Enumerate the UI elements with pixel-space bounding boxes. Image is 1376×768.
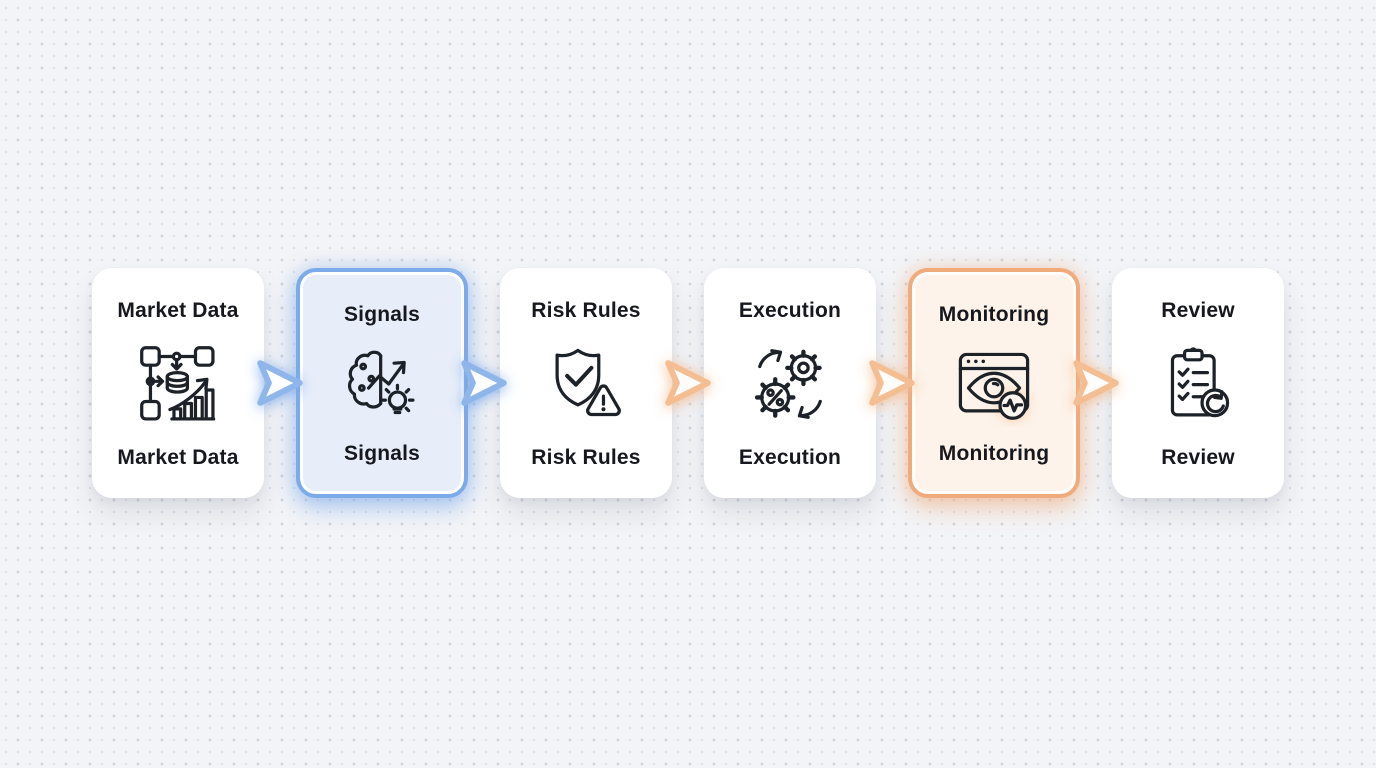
step-label-bottom: Signals [343,441,421,465]
step-label-bottom: Execution [738,445,842,469]
step-card-review[interactable]: Review [1112,268,1284,498]
flow-arrow-icon [456,355,512,411]
step-title: Market Data [117,299,239,322]
step-card-market-data[interactable]: Market Data [92,268,264,498]
flow-arrow-icon [660,355,716,411]
clipboard-check-icon [1155,341,1241,427]
step-title: Review [1161,299,1235,322]
step-card-monitoring[interactable]: Monitoring [908,268,1080,498]
step-title: Risk Rules [531,299,641,322]
brain-signal-icon [339,341,425,427]
step-label-bottom: Review [1161,445,1235,469]
step-title: Execution [738,299,842,322]
step-card-signals[interactable]: Signals [296,268,468,498]
flow-arrow-icon [864,355,920,411]
pipeline-flow: Market Data [92,268,1284,498]
step-label-bottom: Risk Rules [531,445,641,469]
step-label-bottom: Monitoring [938,441,1050,465]
step-card-execution[interactable]: Execution [704,268,876,498]
flow-arrow-icon [252,355,308,411]
step-title: Monitoring [938,303,1050,326]
step-title: Signals [343,303,421,326]
shield-alert-icon [543,341,629,427]
flow-arrow-icon [1068,355,1124,411]
data-pipeline-icon [135,341,221,427]
gears-percent-icon [747,341,833,427]
step-label-bottom: Market Data [117,445,239,469]
step-card-risk-rules[interactable]: Risk Rules Risk Rules [500,268,672,498]
browser-eye-icon [951,341,1037,427]
